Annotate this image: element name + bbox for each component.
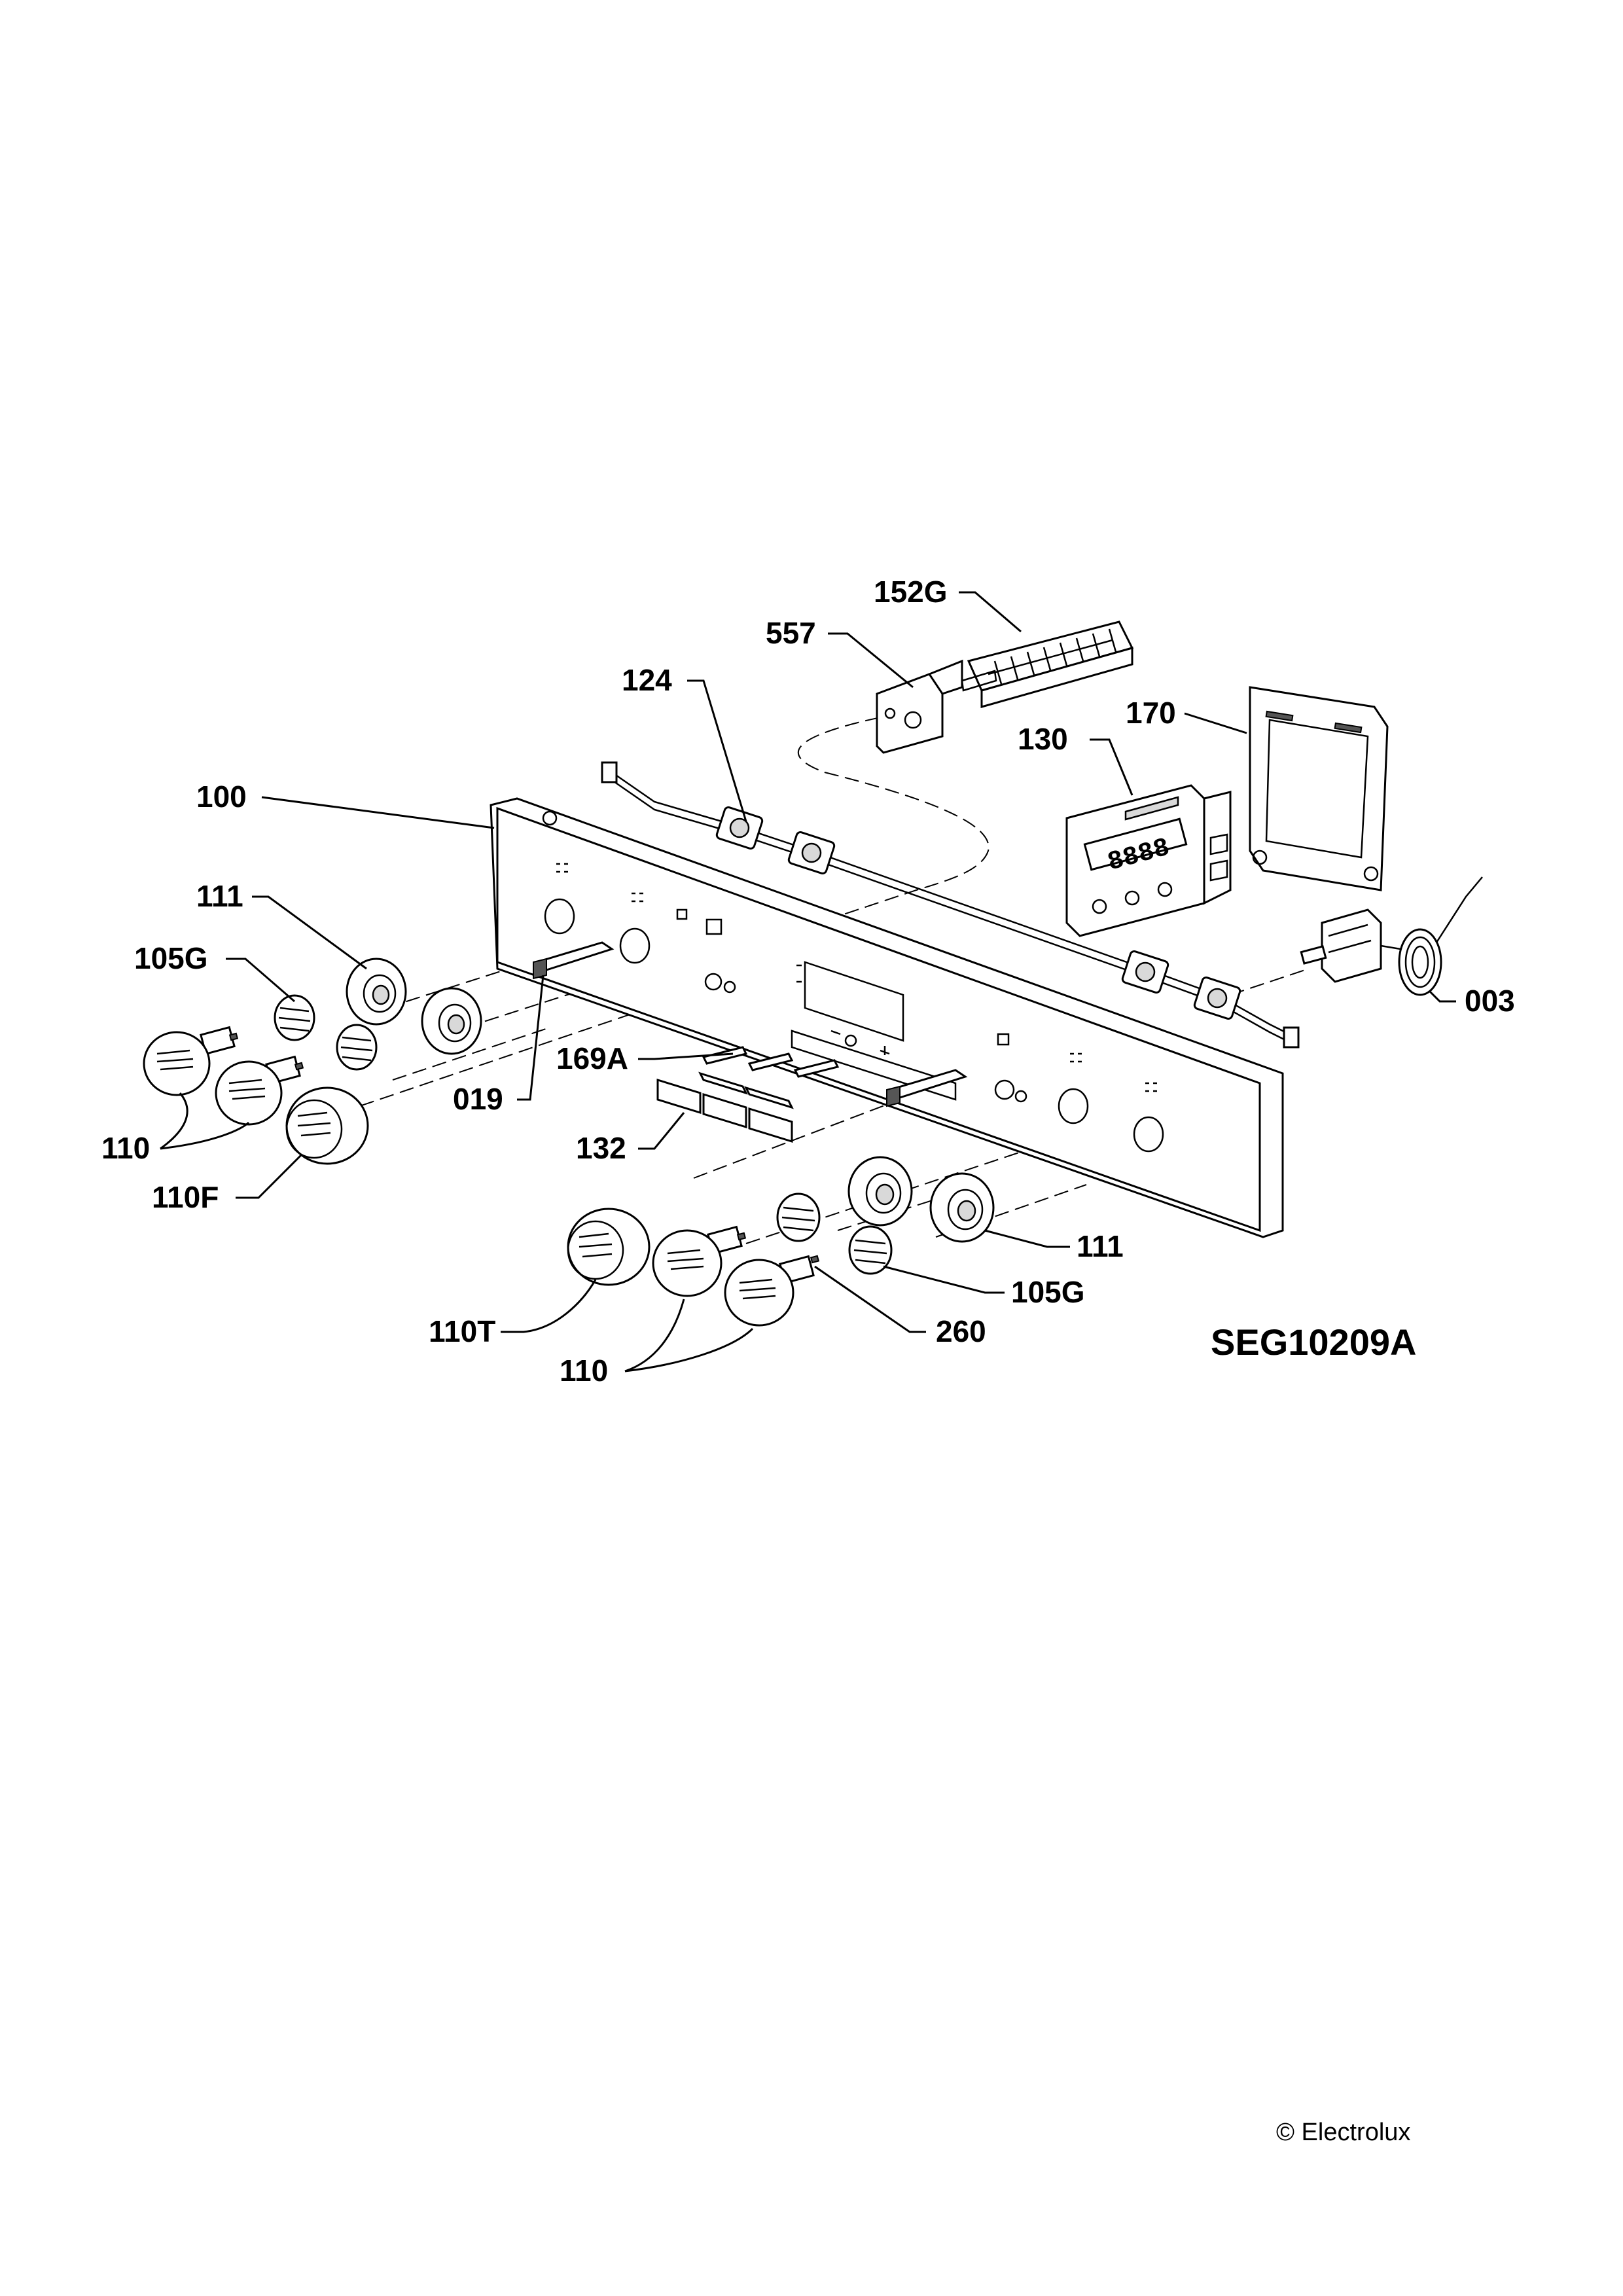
label-003: 003: [1465, 984, 1515, 1018]
spring-105g-left-2: [336, 1024, 378, 1071]
harness-clip: [1193, 977, 1241, 1020]
leader-lines: [160, 591, 1456, 1372]
switch-019-right: [886, 1069, 968, 1107]
bezel-111-left: [346, 958, 407, 1026]
digital-timer-130: 8888: [1065, 784, 1232, 937]
label-110-left: 110: [101, 1131, 150, 1165]
label-557: 557: [766, 616, 816, 650]
label-260: 260: [936, 1314, 986, 1348]
spring-105g-left: [274, 994, 315, 1041]
knob-110-left-1: [143, 1026, 239, 1096]
knob-110f: [285, 1086, 369, 1165]
label-152g: 152G: [874, 575, 948, 609]
bracket-557: [876, 659, 963, 754]
callout-labels: 152G 557 124 170 130 100 111 105G 110 11…: [101, 575, 1515, 1388]
drawing-code: SEG10209A: [1211, 1321, 1416, 1363]
label-169a: 169A: [556, 1041, 628, 1075]
label-100: 100: [196, 780, 247, 814]
terminal-block-152g: [961, 620, 1134, 708]
control-panel-100: [490, 797, 1284, 1238]
harness-clip: [715, 806, 764, 850]
harness-clip: [1121, 950, 1169, 994]
label-110-bottom: 110: [560, 1354, 608, 1388]
bezel-111-left-2: [421, 987, 482, 1055]
harness-clip: [787, 831, 836, 874]
label-019: 019: [453, 1082, 503, 1116]
label-111-bottom: 111: [1077, 1229, 1124, 1263]
button-keys-169a: [702, 1046, 840, 1078]
copyright-text: © Electrolux: [1276, 2119, 1410, 2146]
knob-110-right-2: [724, 1255, 820, 1327]
knob-110t: [567, 1208, 651, 1286]
thermostat-003: [1300, 876, 1483, 996]
label-124: 124: [622, 663, 672, 697]
spring-105g-right-2: [848, 1225, 893, 1275]
knob-110-right-1: [652, 1225, 747, 1297]
bezel-111-right: [847, 1156, 913, 1227]
bezel-111-right-2: [929, 1172, 995, 1243]
wiring-harness-124: [601, 761, 1300, 1049]
button-pad-132: [656, 1071, 794, 1143]
label-130: 130: [1018, 722, 1068, 756]
label-110f: 110F: [152, 1180, 219, 1214]
knob-110-left-2: [215, 1055, 304, 1126]
label-132: 132: [576, 1131, 626, 1165]
label-170: 170: [1126, 696, 1176, 730]
switch-019: [533, 941, 615, 980]
label-105g-top: 105G: [134, 941, 208, 975]
label-frame-170: [1249, 686, 1389, 891]
label-105g-bottom: 105G: [1011, 1275, 1085, 1309]
label-110t: 110T: [429, 1314, 495, 1348]
label-111-top: 111: [196, 879, 243, 913]
spring-105g-right: [776, 1193, 821, 1242]
